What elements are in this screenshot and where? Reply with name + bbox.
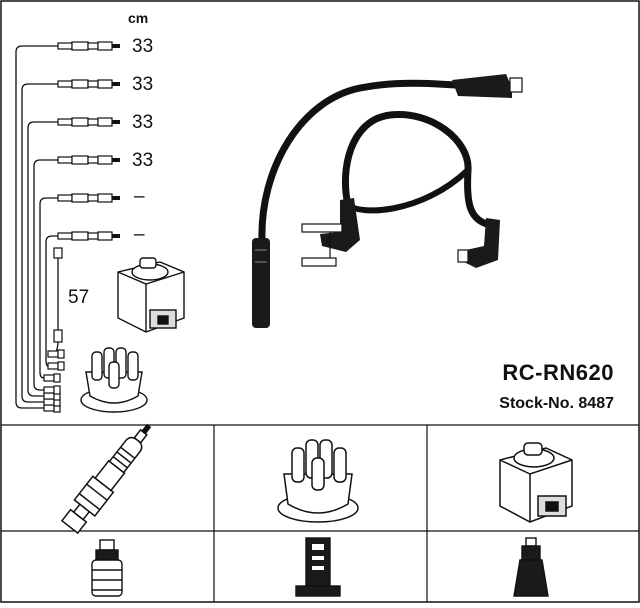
lead-schematic (15, 45, 59, 409)
distributor-connector-icon (295, 537, 341, 597)
distributor-cap-icon (277, 439, 359, 523)
lead-terminals (43, 41, 121, 413)
lead-length-label: 33 (132, 36, 154, 57)
distributor-cap-small-icon (80, 347, 148, 413)
ignition-coil-icon (499, 442, 573, 523)
lead-length-label: 33 (132, 150, 154, 171)
unit-label: cm (128, 10, 149, 26)
plug-connector-straight-icon (91, 539, 123, 597)
coil-lead-length-label: 57 (68, 287, 90, 308)
cable-assembly (252, 74, 523, 328)
lead-length-label: – (134, 186, 145, 207)
coil-small-icon (117, 257, 185, 333)
lead-length-label: – (134, 224, 145, 245)
lead-length-label: 33 (132, 112, 154, 133)
product-title: RC-RN620 (502, 360, 614, 385)
spark-plug-icon (60, 423, 152, 535)
coil-connector-icon (513, 537, 549, 597)
lead-length-label: 33 (132, 74, 154, 95)
stock-number: Stock-No. 8487 (499, 395, 614, 412)
